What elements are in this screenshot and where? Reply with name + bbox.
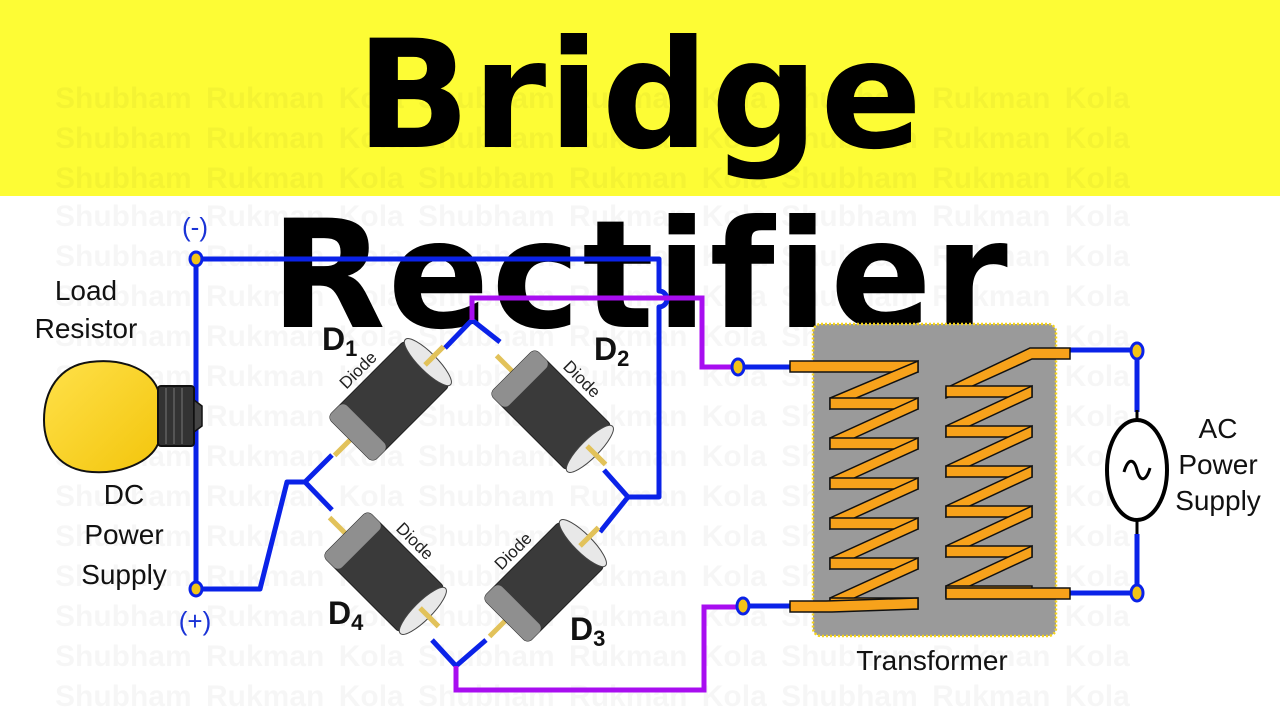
bulb-glass xyxy=(42,360,159,474)
bulb-base xyxy=(157,385,195,447)
label-positive: (+) xyxy=(179,606,212,636)
diode-d3: Diode xyxy=(484,519,607,642)
diode-cathode-band xyxy=(329,404,386,461)
wire-positive-rail xyxy=(196,479,305,592)
wire-d3-right xyxy=(598,495,630,534)
ac-source xyxy=(1105,410,1169,534)
terminal-ac-top[interactable] xyxy=(1129,341,1145,361)
diode-d2: Diode xyxy=(491,350,614,473)
terminal-primary-bottom[interactable] xyxy=(735,596,751,616)
label-ac-1: AC xyxy=(1199,413,1238,444)
terminal-positive[interactable] xyxy=(188,580,204,598)
wire-d1-top xyxy=(443,318,474,350)
label-load-1: Load xyxy=(55,275,117,306)
wire-d1-left xyxy=(303,453,334,484)
label-d3: D3 xyxy=(570,611,605,651)
labels: (-) (+) Load Resistor DC Power Supply AC… xyxy=(35,212,1261,676)
load-bulb-icon xyxy=(42,360,203,474)
wire-d4-bottom xyxy=(430,638,458,668)
wire-secondary-top xyxy=(1070,347,1140,412)
diode-cathode-band xyxy=(324,512,381,569)
label-d1: D1 xyxy=(322,321,357,361)
label-d2: D2 xyxy=(594,331,629,371)
label-d4: D4 xyxy=(328,595,364,635)
label-negative: (-) xyxy=(182,212,208,242)
terminals xyxy=(188,250,1145,616)
dc-wiring xyxy=(193,256,1140,668)
label-dc-1: DC xyxy=(104,479,144,510)
label-load-2: Resistor xyxy=(35,313,138,344)
terminal-negative[interactable] xyxy=(188,250,204,268)
bulb-tip xyxy=(193,398,203,434)
label-ac-2: Power xyxy=(1178,449,1257,480)
diode-d1: Diode xyxy=(329,338,452,461)
wire-d4-left xyxy=(303,480,334,512)
diode-d4: Diode xyxy=(324,512,447,635)
diode-cathode-band xyxy=(484,585,541,642)
label-dc-3: Supply xyxy=(81,559,167,590)
label-dc-2: Power xyxy=(84,519,163,550)
terminal-ac-bottom[interactable] xyxy=(1129,583,1145,603)
wire-ac-top xyxy=(469,295,738,370)
wire-d2-right xyxy=(602,468,630,499)
transformer xyxy=(789,322,1071,638)
wire-d2-top xyxy=(470,318,502,344)
wire-d3-bottom xyxy=(454,638,488,668)
title-banner: Bridge Rectifier xyxy=(0,0,1280,363)
terminal-primary-top[interactable] xyxy=(730,357,746,377)
diode-cathode-band xyxy=(491,350,548,407)
wire-ac-bottom xyxy=(453,604,743,693)
label-ac-3: Supply xyxy=(1175,485,1261,516)
sine-wave-icon xyxy=(1122,459,1152,481)
ac-wiring xyxy=(453,295,743,693)
label-transformer: Transformer xyxy=(856,645,1007,676)
wire-secondary-bottom xyxy=(1070,534,1140,596)
